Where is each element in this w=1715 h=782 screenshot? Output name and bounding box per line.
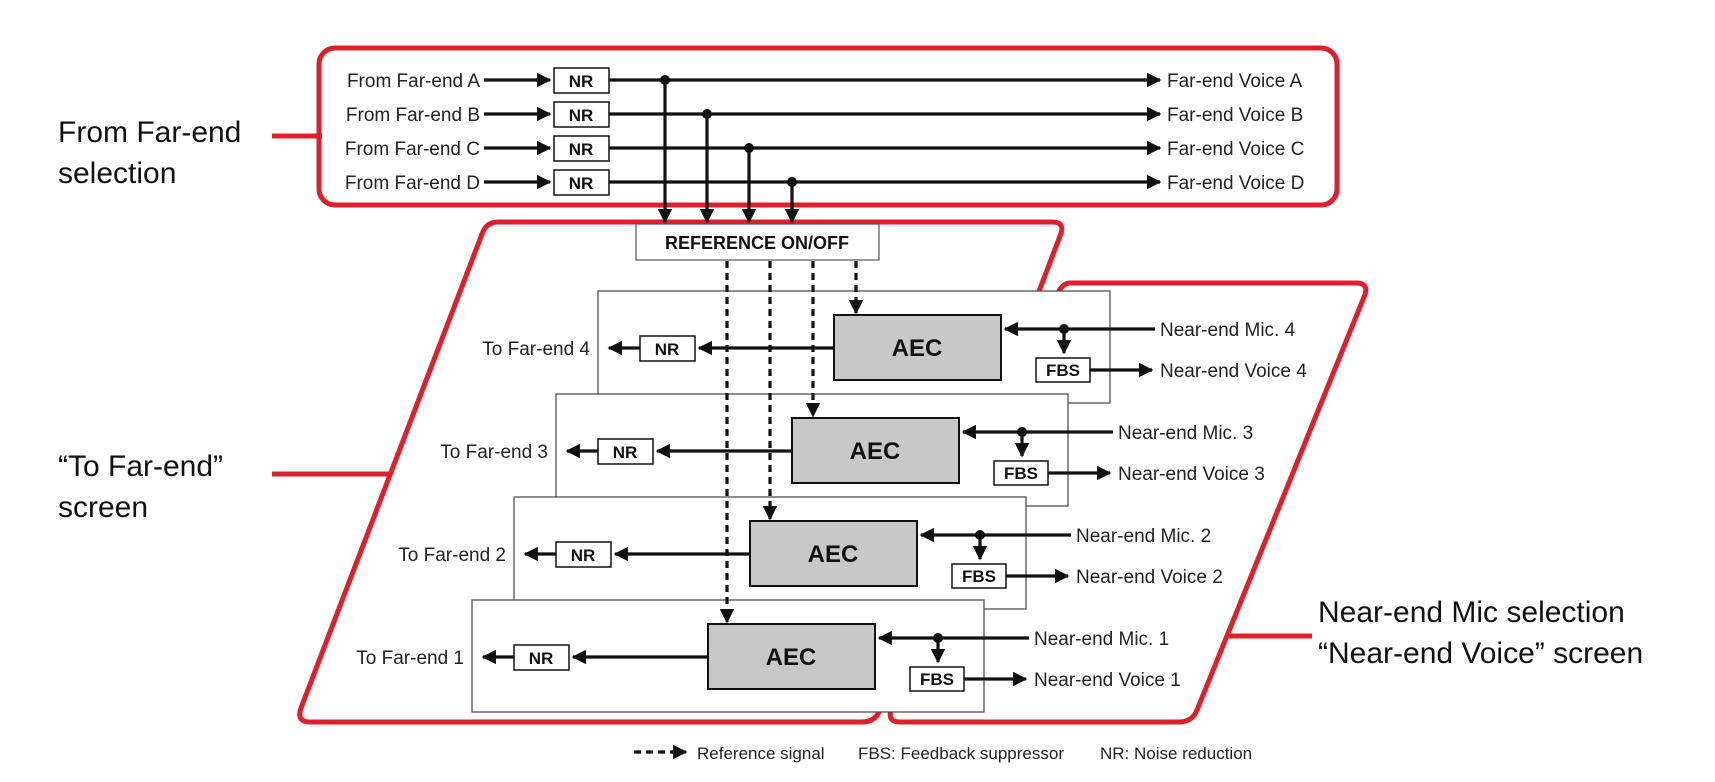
channel-2: To Far-end 2 NR AEC FBS Near-end Mic. 2 … (398, 520, 1223, 589)
channel-1: To Far-end 1 NR AEC FBS Near-end Mic. 1 … (356, 623, 1181, 692)
aec-box-label: AEC (850, 438, 901, 465)
nr-box-label: NR (529, 649, 554, 668)
far-end-input-label: From Far-end A (347, 71, 480, 92)
far-end-input-label: From Far-end C (345, 139, 480, 160)
callout-from-far-end-line2: selection (58, 157, 176, 190)
fbs-box-label: FBS (1004, 464, 1038, 483)
near-end-voice-label: Near-end Voice 1 (1034, 670, 1181, 691)
aec-box-label: AEC (766, 644, 817, 671)
far-end-voice-label: Far-end Voice C (1167, 139, 1304, 160)
nr-box-label: NR (569, 72, 594, 91)
callout-to-far-end-line1: “To Far-end” (58, 450, 223, 483)
channel-3: To Far-end 3 NR AEC FBS Near-end Mic. 3 … (440, 417, 1265, 486)
near-end-mic-label: Near-end Mic. 2 (1076, 526, 1211, 547)
legend-nr-label: NR: Noise reduction (1100, 744, 1252, 763)
callout-to-far-end-line2: screen (58, 491, 148, 524)
callout-near-end-line2: “Near-end Voice” screen (1318, 637, 1643, 670)
far-end-row-b: From Far-end B NR Far-end Voice B (346, 101, 1303, 224)
nr-box-label: NR (569, 140, 594, 159)
fbs-box-label: FBS (962, 567, 996, 586)
far-end-input-label: From Far-end B (346, 105, 480, 126)
legend-reference-label: Reference signal (697, 744, 825, 763)
near-end-voice-label: Near-end Voice 3 (1118, 464, 1265, 485)
nr-box-label: NR (569, 174, 594, 193)
fbs-box-label: FBS (920, 670, 954, 689)
to-far-end-label: To Far-end 3 (440, 442, 548, 463)
nr-box-label: NR (571, 546, 596, 565)
to-far-end-label: To Far-end 1 (356, 648, 464, 669)
far-end-row-c: From Far-end C NR Far-end Voice C (345, 135, 1304, 224)
near-end-mic-label: Near-end Mic. 1 (1034, 629, 1169, 650)
aec-box-label: AEC (808, 541, 859, 568)
channel-4: To Far-end 4 NR AEC FBS Near-end Mic. 4 … (482, 314, 1307, 383)
reference-on-off-label: REFERENCE ON/OFF (665, 233, 849, 253)
to-far-end-label: To Far-end 4 (482, 339, 590, 360)
far-end-voice-label: Far-end Voice B (1167, 105, 1303, 126)
nr-box-label: NR (569, 106, 594, 125)
near-end-voice-label: Near-end Voice 4 (1160, 361, 1307, 382)
to-far-end-label: To Far-end 2 (398, 545, 506, 566)
nr-box-label: NR (655, 340, 680, 359)
to-far-end-screen-outline (297, 219, 1065, 725)
near-end-mic-label: Near-end Mic. 3 (1118, 423, 1253, 444)
far-end-selection-outline (316, 45, 1340, 208)
near-end-voice-label: Near-end Voice 2 (1076, 567, 1223, 588)
callout-near-end-line1: Near-end Mic selection (1318, 596, 1625, 629)
far-end-row-d: From Far-end D NR Far-end Voice D (345, 169, 1304, 224)
far-end-voice-label: Far-end Voice D (1167, 173, 1304, 194)
far-end-voice-label: Far-end Voice A (1167, 71, 1303, 92)
far-end-row-a: From Far-end A NR Far-end Voice A (347, 67, 1303, 224)
nr-box-label: NR (613, 443, 638, 462)
aec-box-label: AEC (892, 335, 943, 362)
callout-from-far-end-line1: From Far-end (58, 116, 241, 149)
far-end-input-label: From Far-end D (345, 173, 480, 194)
near-end-mic-label: Near-end Mic. 4 (1160, 320, 1296, 341)
reference-on-off-box (635, 223, 880, 261)
legend: Reference signal FBS: Feedback suppresso… (634, 744, 1252, 763)
legend-fbs-label: FBS: Feedback suppressor (858, 744, 1064, 763)
fbs-box-label: FBS (1046, 361, 1080, 380)
